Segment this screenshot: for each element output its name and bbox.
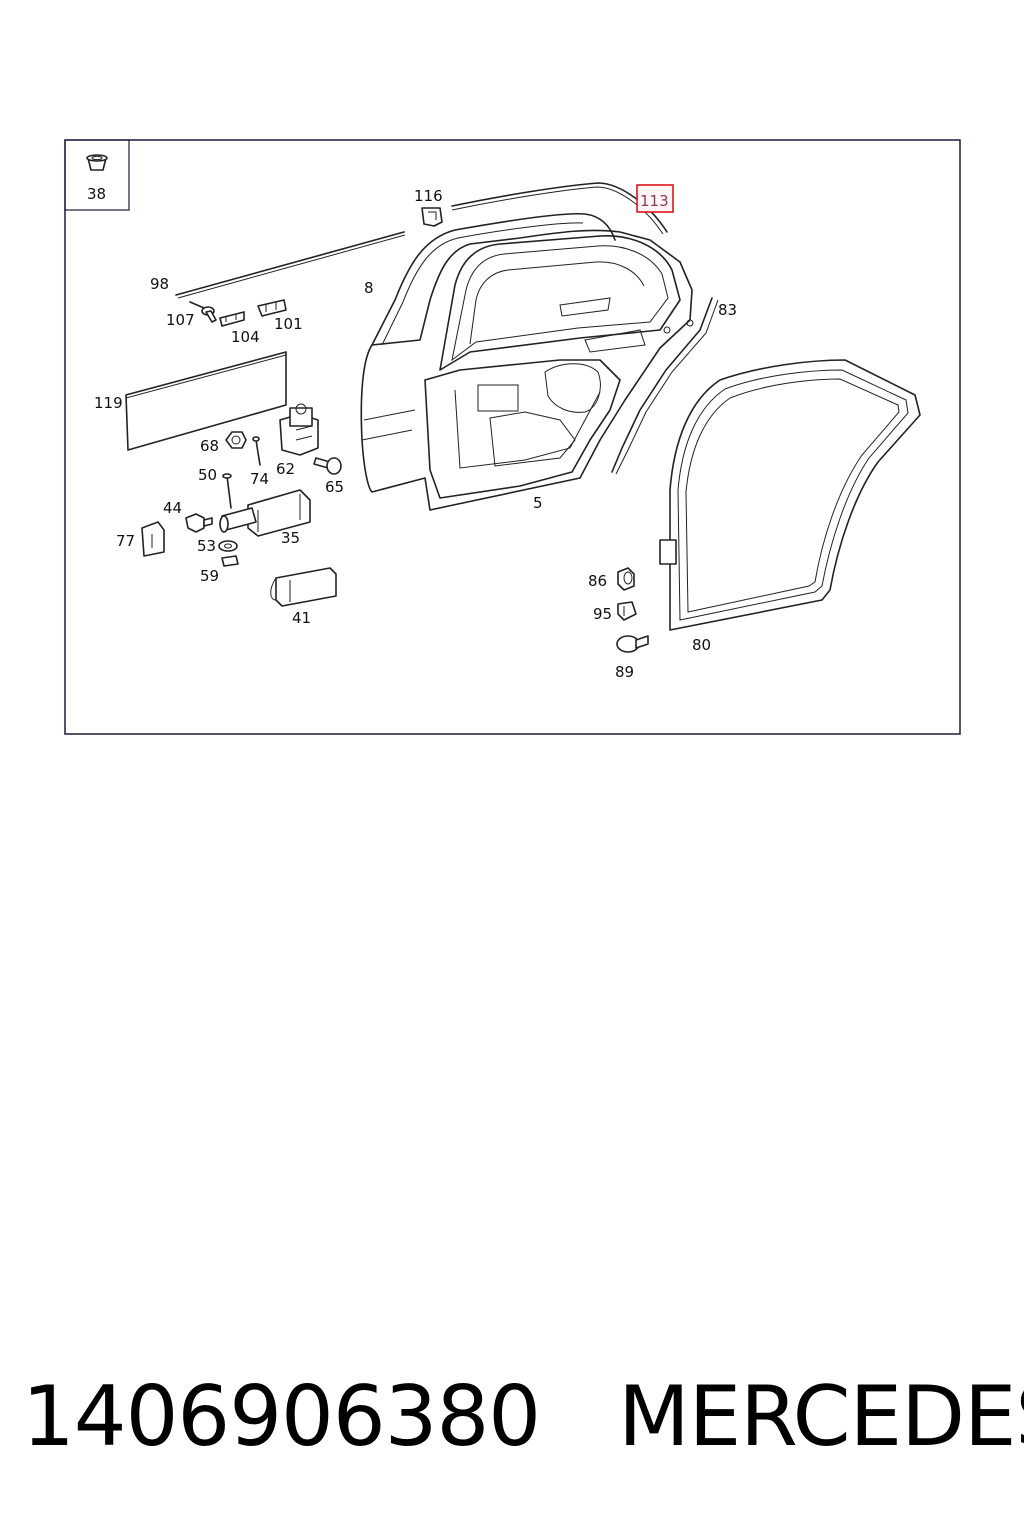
- washer-53-icon: [218, 540, 238, 552]
- nut-68-icon: [225, 431, 247, 449]
- label-35: 35: [281, 529, 300, 547]
- cover-41-icon: [270, 567, 337, 607]
- label-41: 41: [292, 609, 311, 627]
- clip-116-icon: [421, 207, 443, 227]
- inset-label: 38: [87, 185, 106, 203]
- panel-sheet-119-icon: [125, 351, 287, 451]
- push-pin-89-icon: [616, 635, 649, 653]
- label-119: 119: [94, 394, 123, 412]
- pin-74-icon: [252, 436, 261, 466]
- clip-101-icon: [257, 299, 287, 317]
- pin-50-icon: [222, 473, 232, 509]
- label-77: 77: [116, 532, 135, 550]
- door-seal-80-icon: [659, 359, 921, 631]
- label-8: 8: [364, 279, 374, 297]
- label-53: 53: [197, 537, 216, 555]
- parts-diagram: 38: [64, 139, 961, 735]
- label-59: 59: [200, 567, 219, 585]
- highlight-box: [636, 184, 674, 213]
- label-89: 89: [615, 663, 634, 681]
- clip-38-icon: [86, 154, 108, 171]
- label-116: 116: [414, 187, 443, 205]
- label-50: 50: [198, 466, 217, 484]
- screw-107-icon: [189, 301, 217, 323]
- label-80: 80: [692, 636, 711, 654]
- label-65: 65: [325, 478, 344, 496]
- part-number: 1406906380: [22, 1367, 541, 1465]
- diagram-frame: [64, 139, 961, 735]
- bolt-44-icon: [185, 513, 213, 533]
- clip-59-icon: [221, 555, 239, 567]
- caption: 1406906380 MERCEDES: [22, 1366, 1024, 1466]
- label-104: 104: [231, 328, 260, 346]
- label-74: 74: [250, 470, 269, 488]
- label-83: 83: [718, 301, 737, 319]
- check-strap-35-icon: [219, 489, 311, 537]
- clip-95-icon: [617, 601, 637, 621]
- inset-box: [64, 139, 130, 211]
- door-frame-8-icon: [371, 212, 616, 346]
- label-107: 107: [166, 311, 195, 329]
- bracket-77-icon: [141, 521, 165, 557]
- hinge-62-icon: [279, 403, 319, 456]
- door-shell-5-icon: [360, 229, 694, 511]
- label-44: 44: [163, 499, 182, 517]
- brand-name: MERCEDES: [618, 1367, 1024, 1465]
- label-113: 113: [640, 192, 669, 210]
- label-86: 86: [588, 572, 607, 590]
- bolt-65-icon: [313, 457, 342, 475]
- label-68: 68: [200, 437, 219, 455]
- label-98: 98: [150, 275, 169, 293]
- label-101: 101: [274, 315, 303, 333]
- strip-98-icon: [175, 231, 405, 296]
- grommet-86-icon: [617, 567, 635, 591]
- label-95: 95: [593, 605, 612, 623]
- clip-104-icon: [219, 311, 245, 327]
- label-5: 5: [533, 494, 543, 512]
- label-62: 62: [276, 460, 295, 478]
- pillar-strip-83-icon: [611, 297, 719, 475]
